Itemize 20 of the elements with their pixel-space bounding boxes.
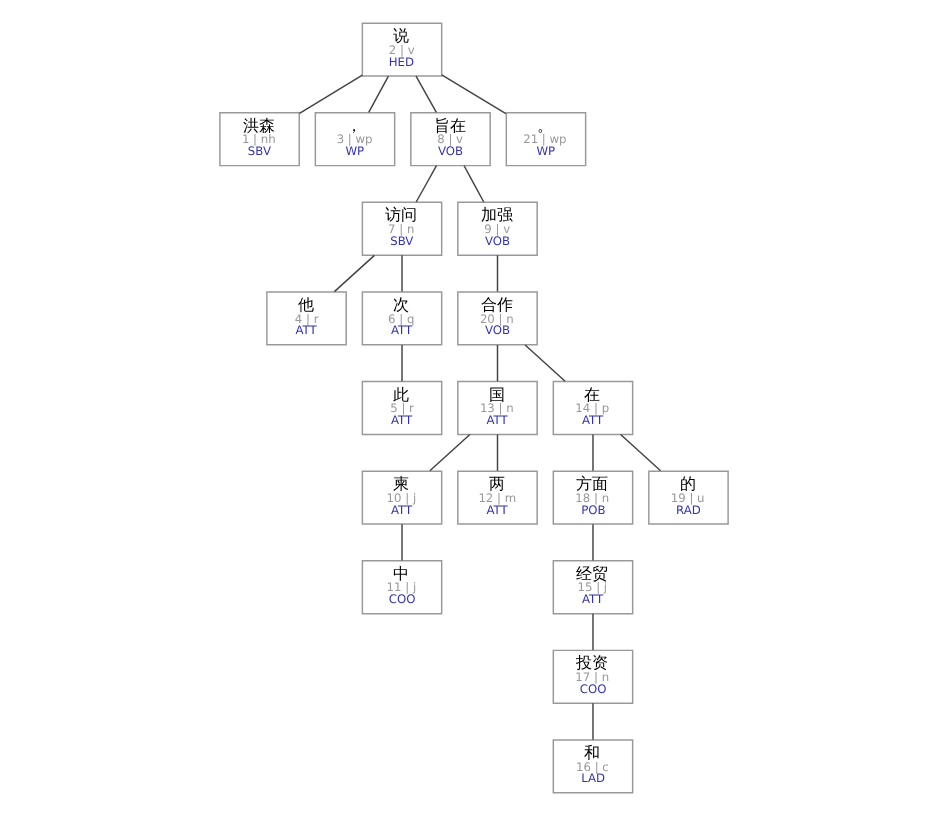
connector [298, 74, 364, 115]
connector [496, 344, 499, 382]
connector [401, 344, 403, 382]
connector [592, 613, 594, 651]
connector [592, 523, 594, 562]
connector [429, 433, 471, 472]
connector [463, 165, 485, 203]
connector [592, 702, 594, 741]
connector [524, 344, 566, 382]
connector [415, 165, 438, 203]
connector [401, 254, 403, 293]
connector [368, 75, 390, 114]
connector [333, 254, 376, 293]
connector [496, 254, 499, 293]
connector [619, 433, 662, 472]
connector [496, 433, 499, 472]
connector [441, 74, 507, 115]
connector [415, 75, 438, 114]
connector [592, 433, 594, 472]
connector [401, 523, 403, 562]
